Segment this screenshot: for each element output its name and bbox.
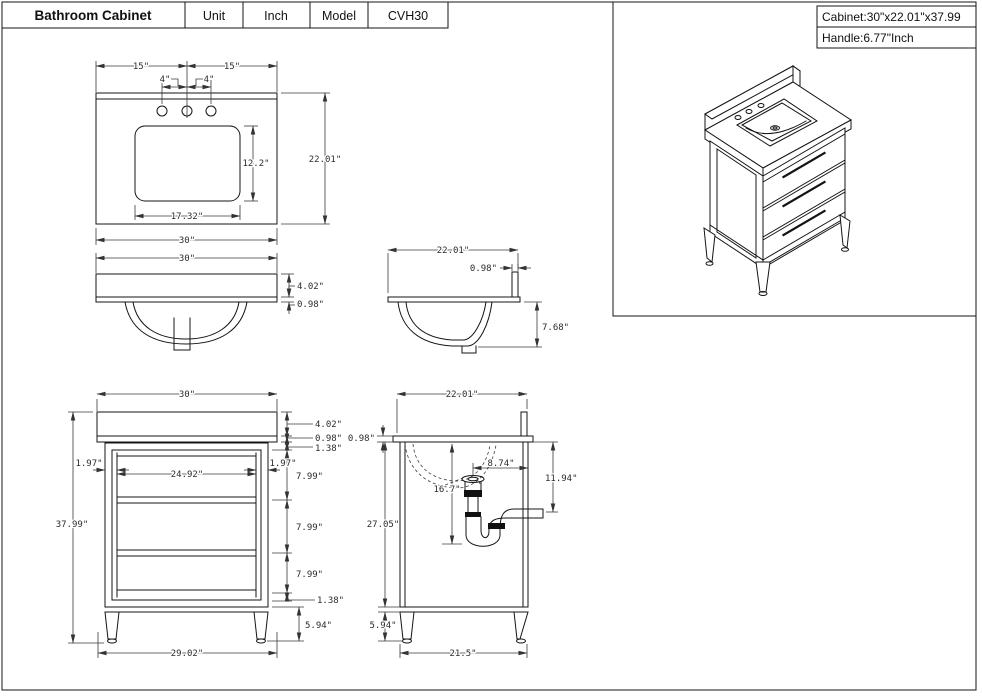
dim-fe-width: 30" (179, 390, 195, 400)
model-label: Model (322, 9, 356, 23)
dim-fe-drawer1: 7.99" (296, 472, 323, 482)
counter-side-view: 22.01" 0.98" 7.68" (387, 245, 570, 354)
dim-cf-slab: 0.98" (297, 300, 324, 310)
dim-se-slab: 0.98" (348, 434, 375, 444)
dim-se-drain-length: 16.7" (433, 485, 460, 495)
iso-drain-icon (770, 125, 780, 131)
model-value: CVH30 (388, 9, 428, 23)
dim-tv-w-left: 15" (133, 62, 149, 72)
counter-front-view: 30" 4.02" 0.98" (95, 253, 325, 351)
cabinet-leg (104, 611, 120, 640)
dim-se-drain-offset: 8.74" (487, 459, 514, 469)
cabinet-body (104, 442, 269, 608)
dim-se-leg-height: 5.94" (369, 621, 396, 631)
dim-cs-bowl-height: 7.68" (542, 323, 569, 333)
dim-tv-depth: 22.01" (309, 155, 342, 165)
dim-se-pipe-drop: 11.94" (545, 474, 578, 484)
faucet-hole (156, 105, 168, 117)
iso-sink-rim (736, 98, 818, 147)
faucet-hole (205, 105, 217, 117)
sink-cutout (134, 125, 241, 202)
iso-faucet-hole (757, 103, 765, 108)
dim-tv-hole-right: 4" (204, 75, 215, 85)
dim-fe-stile-right: 1.97" (269, 459, 296, 469)
dim-fe-base-width: 29.02" (171, 649, 204, 659)
dim-fe-height: 37.99" (56, 520, 89, 530)
handle-size-text: Handle:6.77"Inch (822, 31, 914, 45)
dim-cf-width: 30" (179, 254, 195, 264)
dim-fe-splash-height: 4.02" (315, 420, 342, 430)
p-trap-drain (461, 475, 544, 547)
dim-tv-width: 30" (179, 236, 195, 246)
cabinet-leg (513, 611, 529, 640)
cabinet-size-text: Cabinet:30"x22.01"x37.99 (822, 10, 961, 24)
cabinet-leg (253, 611, 269, 640)
dim-fe-stile-left: 1.97" (75, 459, 102, 469)
dim-tv-sink-width: 17.32" (171, 212, 204, 222)
dim-tv-w-right: 15" (224, 62, 240, 72)
drawing-title: Bathroom Cabinet (34, 8, 152, 23)
top-view: 15" 15" 4" 4" 22.01" 12.2" 17.32" 30" (95, 61, 343, 247)
dim-fe-drawer-width: 24.92" (171, 470, 204, 480)
iso-faucet-hole (734, 115, 742, 120)
dim-tv-sink-depth: 12.2" (242, 159, 269, 169)
iso-panel: Cabinet:30"x22.01"x37.99 Handle:6.77"Inc… (612, 1, 977, 317)
iso-faucet-hole (745, 109, 753, 114)
dim-fe-rail-top: 1.38" (315, 444, 342, 454)
title-block: Bathroom Cabinet Unit Inch Model CVH30 (1, 1, 449, 29)
dim-fe-rail-bot: 1.38" (317, 596, 344, 606)
dim-se-base-depth: 21.5" (449, 649, 476, 659)
unit-label: Unit (203, 9, 226, 23)
dim-fe-drawer3: 7.99" (296, 570, 323, 580)
side-elevation-view: 22.01" 0.98" 8.74" 11.94" 16.7" 2 (347, 389, 579, 661)
dim-se-body-height: 27.05" (367, 520, 400, 530)
sink-bowl-profile (397, 301, 493, 347)
dim-cs-splash-thick: 0.98" (470, 264, 497, 274)
backsplash-edge (511, 271, 519, 298)
cabinet-leg (399, 611, 415, 640)
dim-cf-splash-height: 4.02" (297, 282, 324, 292)
dim-tv-hole-left: 4" (160, 75, 171, 85)
dim-cs-depth: 22.01" (437, 246, 470, 256)
dim-se-depth: 22.01" (446, 390, 479, 400)
isometric-view (703, 65, 852, 296)
unit-value: Inch (264, 9, 288, 23)
cabinet-side-body (399, 441, 529, 608)
front-elevation-view: 30" 37.99" 4.02" 0.98" 1.38" 7.99" 7.99"… (54, 389, 345, 661)
sink-bowl-outline (124, 301, 248, 345)
hidden-sink-outline (404, 443, 497, 489)
dim-fe-leg-height: 5.94" (305, 621, 332, 631)
dim-fe-slab: 0.98" (315, 434, 342, 444)
dim-fe-drawer2: 7.99" (296, 523, 323, 533)
